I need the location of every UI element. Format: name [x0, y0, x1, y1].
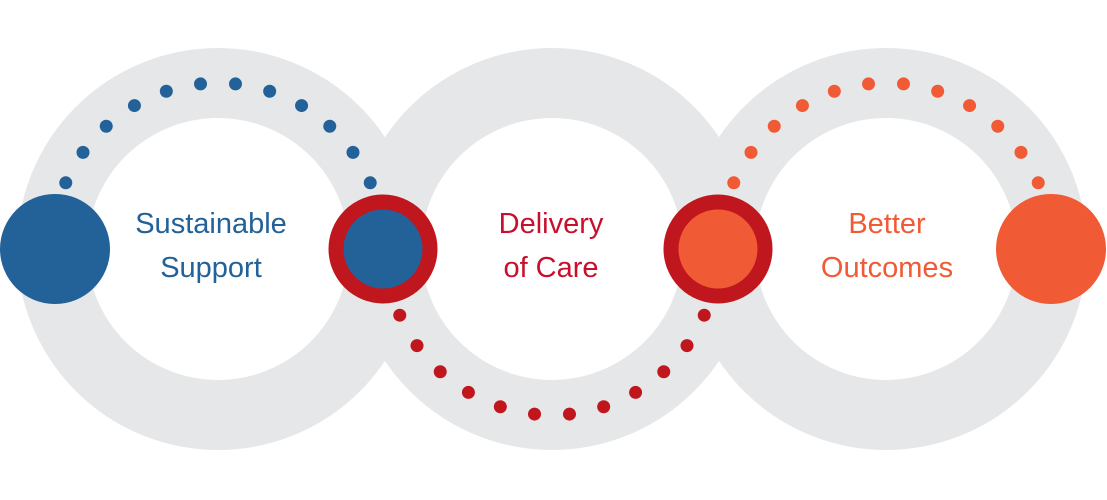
transition-node-orange-red — [663, 194, 773, 304]
arc-dot — [263, 84, 277, 98]
start-node-blue — [0, 194, 110, 304]
arc-dot — [680, 339, 694, 353]
transition-node-blue-red — [328, 194, 438, 304]
arc-dot — [59, 176, 73, 190]
arc-dot — [194, 77, 208, 91]
arc-dot — [295, 99, 309, 113]
arc-dot — [346, 145, 360, 159]
stage-label-line1: Better — [848, 208, 926, 240]
arc-dot — [99, 119, 113, 133]
arc-dot — [433, 365, 447, 379]
arc-dot — [228, 77, 242, 91]
arc-dot — [127, 99, 141, 113]
arc-dot — [363, 176, 377, 190]
arc-dot — [862, 77, 876, 91]
arc-dot — [528, 407, 542, 421]
arc-dot — [795, 99, 809, 113]
arc-dot — [1031, 176, 1045, 190]
arc-dot — [323, 119, 337, 133]
stage-label-line1: Sustainable — [135, 208, 287, 240]
arc-dot — [991, 119, 1005, 133]
stage-label-line1: Delivery — [498, 208, 604, 240]
stage-label-sustainable-support: Sustainable Support — [101, 202, 321, 290]
arc-dot — [963, 99, 977, 113]
arc-dot — [931, 84, 945, 98]
arc-dot — [657, 365, 671, 379]
end-node-orange — [996, 194, 1106, 304]
arc-dot — [727, 176, 741, 190]
arc-dot — [767, 119, 781, 133]
arc-dot — [597, 400, 611, 414]
arc-dot — [827, 84, 841, 98]
arc-dot — [159, 84, 173, 98]
stage-label-line2: of Care — [503, 252, 599, 284]
arc-dot — [393, 308, 407, 322]
arc-dot — [1014, 145, 1028, 159]
arc-dot — [629, 385, 643, 399]
arc-dot — [744, 145, 758, 159]
stage-label-better-outcomes: Better Outcomes — [777, 202, 997, 290]
arc-dot — [697, 308, 711, 322]
arc-dot — [410, 339, 424, 353]
stage-label-delivery-of-care: Delivery of Care — [441, 202, 661, 290]
arc-dot — [562, 407, 576, 421]
stage-label-line2: Outcomes — [820, 252, 954, 284]
stage-label-line2: Support — [160, 252, 262, 284]
arc-dot — [896, 77, 910, 91]
arc-dot — [76, 145, 90, 159]
arc-dot — [493, 400, 507, 414]
arc-dot — [461, 385, 475, 399]
